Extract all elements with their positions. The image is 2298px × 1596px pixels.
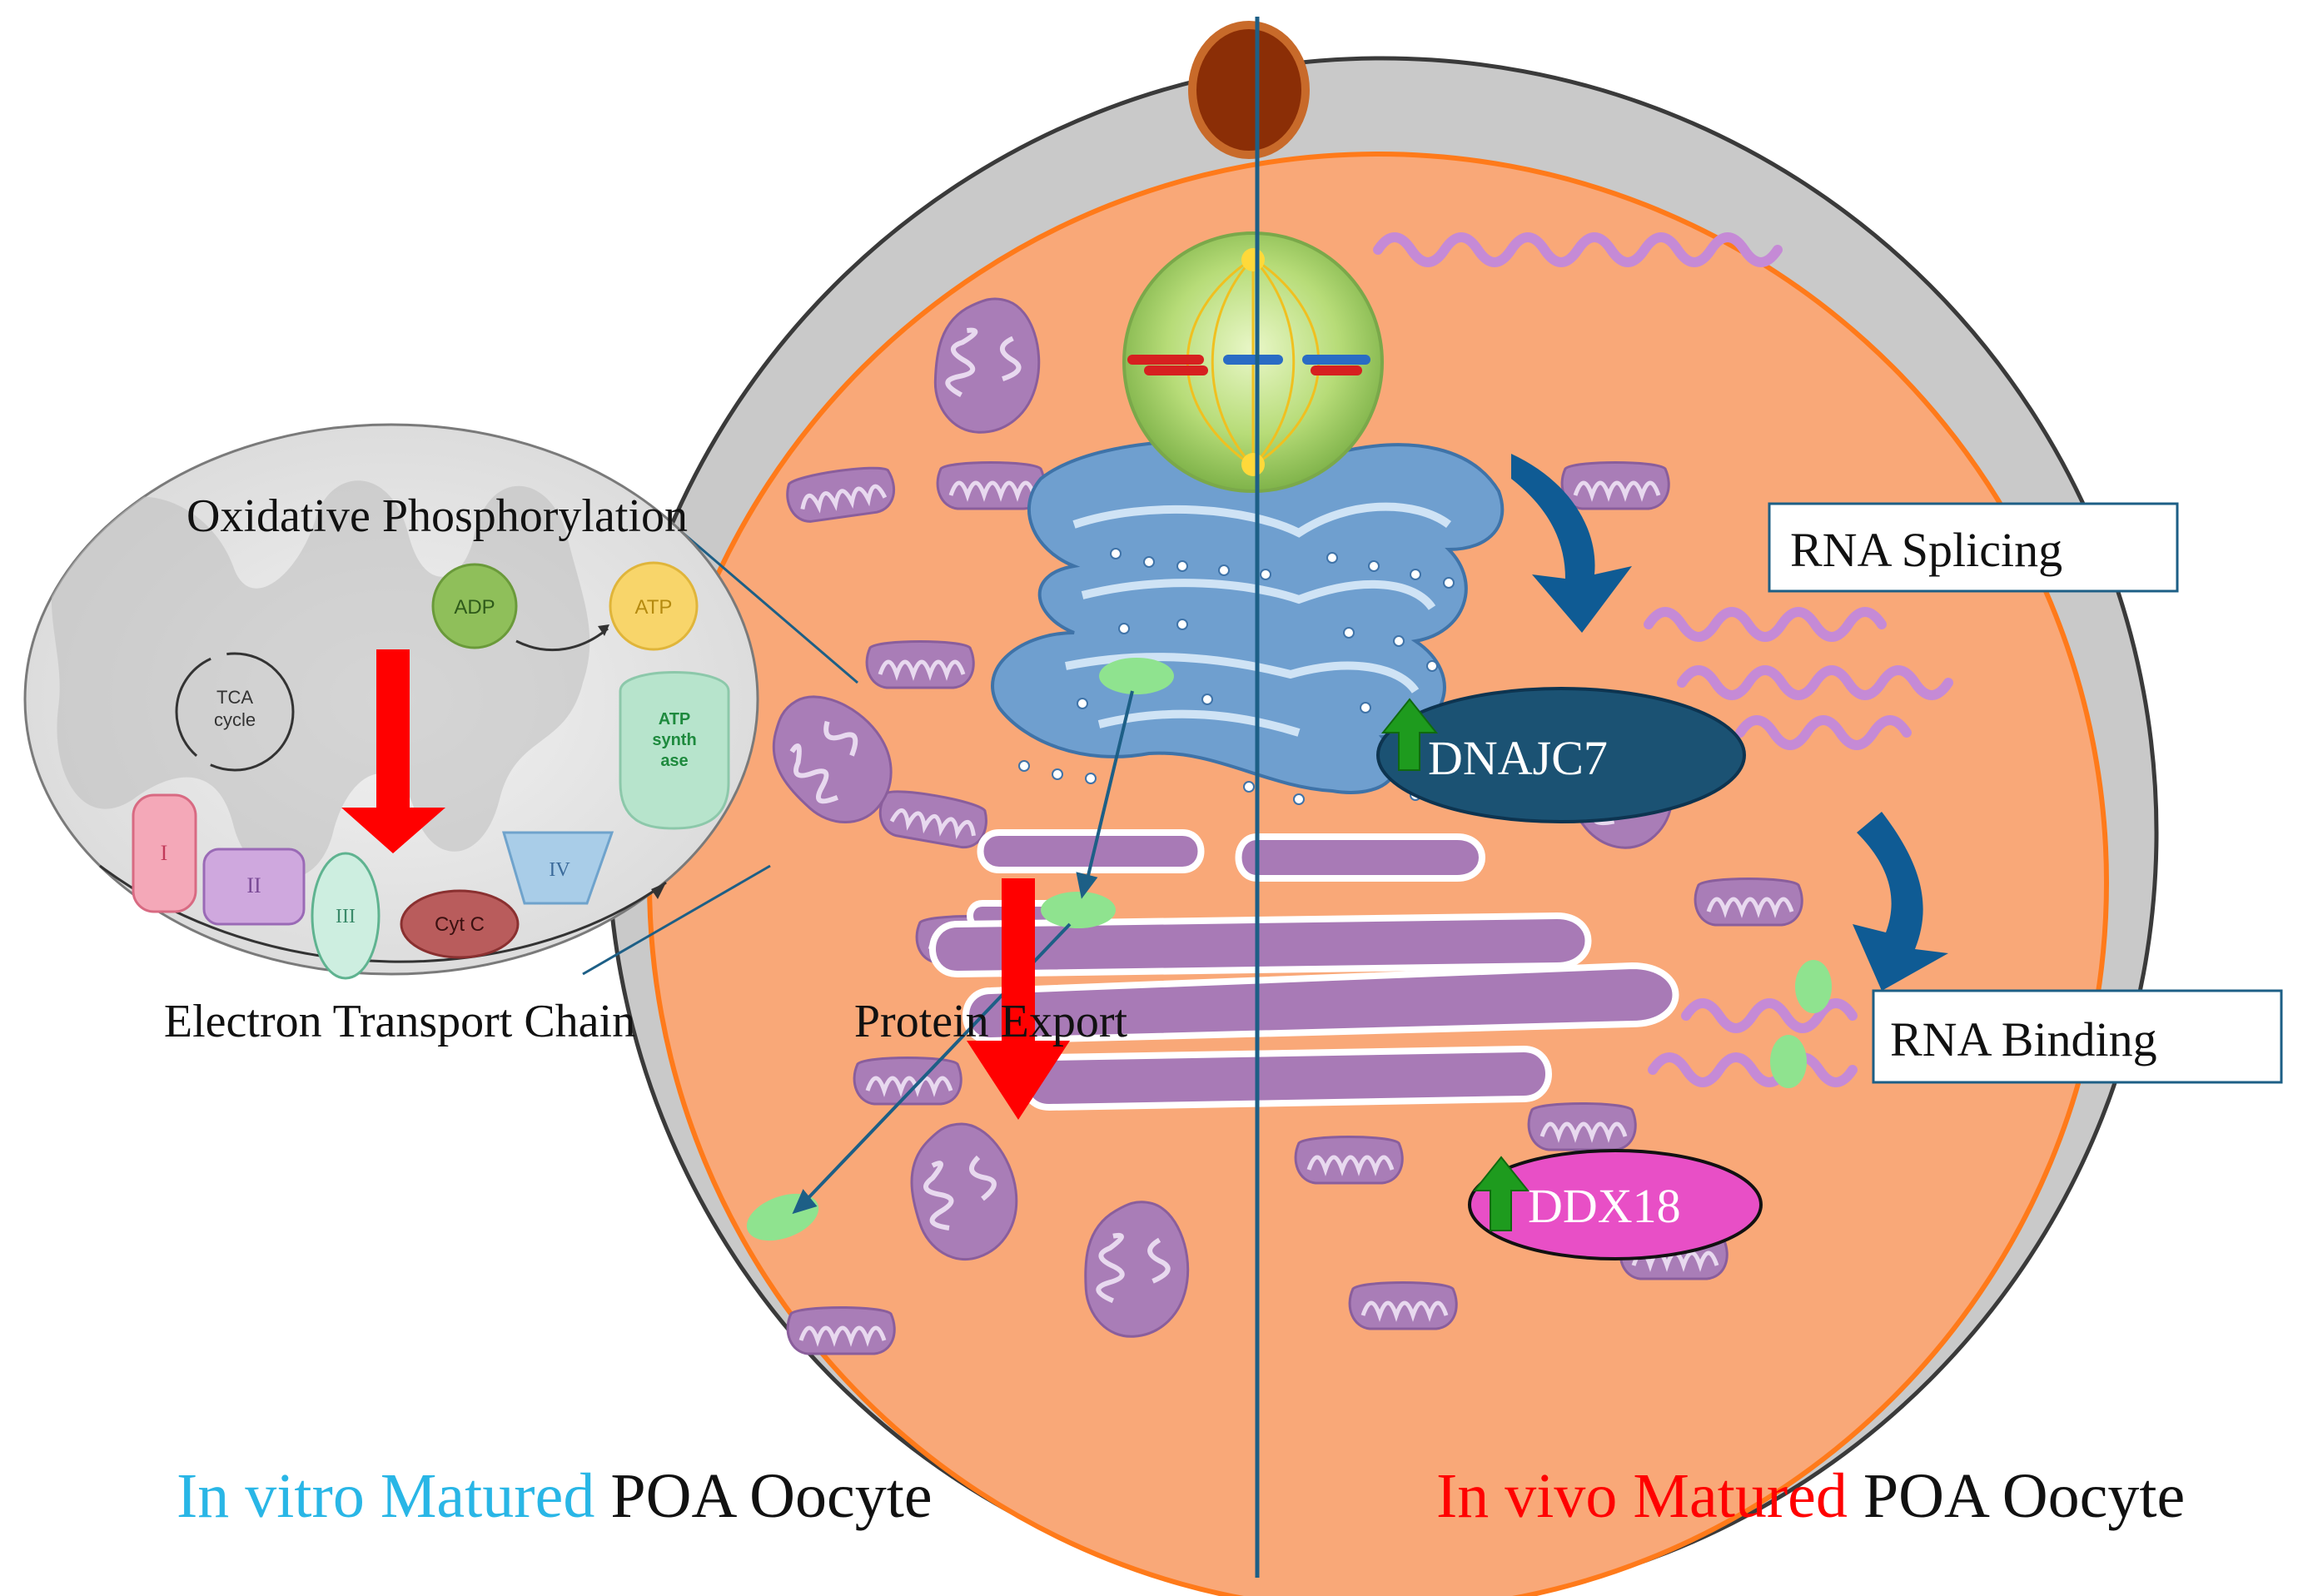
adp-node [431, 563, 518, 649]
up-arrow-icon [1472, 1156, 1530, 1231]
dnajc7-label: DNAJC7 [1428, 731, 1608, 785]
in-vivo-rest: POA Oocyte [1848, 1461, 2185, 1531]
cyt-c-label: Cyt C [435, 913, 485, 936]
tca-label-2: cycle [214, 709, 256, 730]
oxphos-down-arrow [341, 649, 445, 853]
rna-bound-protein [1795, 960, 1832, 1013]
polar-body [1188, 21, 1310, 159]
meiotic-spindle [1122, 231, 1384, 493]
in-vitro-rest: POA Oocyte [594, 1461, 932, 1531]
rna-splicing-box: RNA Splicing [1768, 502, 2179, 593]
complex-i [132, 793, 197, 913]
in-vivo-highlight: In vivo Matured [1436, 1461, 1848, 1531]
complex-iii [311, 852, 381, 980]
complex-iii-label: III [336, 906, 356, 927]
complex-iv-label: IV [549, 859, 570, 881]
vesicles [746, 658, 1174, 1241]
inset-connectors [582, 531, 858, 976]
in-vitro-caption: In vitro Matured POA Oocyte [177, 1461, 933, 1531]
in-vivo-caption: In vivo Matured POA Oocyte [1436, 1461, 2185, 1531]
tca-cycle [175, 652, 295, 772]
tca-label: TCA [216, 687, 253, 708]
atp-synthase-label: ATP [659, 710, 691, 728]
rna-binding-box: RNA Binding [1872, 989, 2283, 1084]
endoplasmic-reticulum [929, 829, 1679, 1111]
ddx18-badge: DDX18 [1468, 1149, 1763, 1260]
complex-iv [501, 831, 614, 905]
mitochondrion-inset: TCA cycle ADP ATP ATP synth ase I II III… [23, 423, 759, 980]
atp-synthase-label-3: ase [660, 752, 688, 770]
rna-splicing-label: RNA Splicing [1790, 523, 2062, 577]
rna-bound-protein [1770, 1035, 1807, 1088]
adp-label: ADP [454, 596, 495, 619]
ddx18-label: DDX18 [1528, 1179, 1681, 1233]
rna-process-arrows [1511, 454, 1948, 991]
atp-synthase [619, 671, 730, 830]
complex-ii-label: II [246, 873, 261, 897]
complex-ii [202, 848, 306, 926]
in-vitro-highlight: In vitro Matured [177, 1461, 594, 1531]
protein-export-down-arrow [967, 878, 1070, 1120]
cyt-c [400, 889, 520, 959]
golgi-apparatus [991, 438, 1505, 805]
protein-export-label: Protein Export [854, 996, 1128, 1047]
dnajc7-badge: DNAJC7 [1376, 687, 1746, 823]
atp-synthase-label-2: synth [652, 731, 696, 749]
atp-node [609, 561, 699, 651]
up-arrow-icon [1380, 698, 1439, 771]
rna-binding-label: RNA Binding [1890, 1012, 2157, 1066]
atp-label: ATP [635, 596, 673, 619]
electron-transport-chain-label: Electron Transport Chain [164, 996, 635, 1047]
rna-strands [1373, 232, 1953, 1087]
complex-i-label: I [161, 841, 168, 865]
oxidative-phosphorylation-label: Oxidative Phosphorylation [187, 490, 688, 542]
